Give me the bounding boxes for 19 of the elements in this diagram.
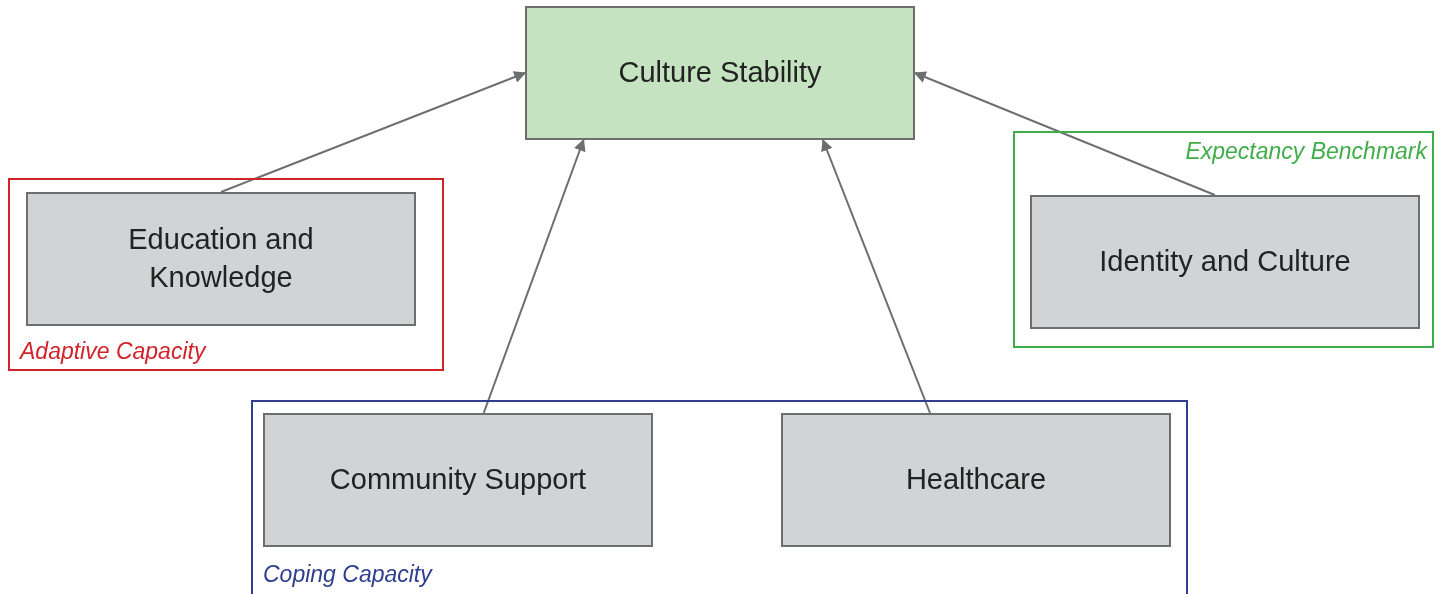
box-label: Education and Knowledge xyxy=(127,222,315,295)
arrow xyxy=(220,71,527,193)
group-label: Expectancy Benchmark xyxy=(1185,138,1427,165)
box-label: Identity and Culture xyxy=(1098,244,1352,280)
process-box xyxy=(1030,195,1420,329)
process-box xyxy=(26,192,416,326)
process-box xyxy=(525,6,915,140)
group-frame xyxy=(8,178,444,371)
group-frame xyxy=(1013,131,1434,348)
group-frame xyxy=(251,400,1188,594)
box-label: Culture Stability xyxy=(617,55,823,91)
group-label: Coping Capacity xyxy=(263,561,432,588)
box-label: Community Support xyxy=(328,462,588,498)
arrow xyxy=(821,138,931,414)
box-label: Healthcare xyxy=(904,462,1048,498)
group-label: Adaptive Capacity xyxy=(20,338,206,365)
process-box xyxy=(263,413,653,547)
process-box xyxy=(781,413,1171,547)
arrow xyxy=(482,138,586,414)
